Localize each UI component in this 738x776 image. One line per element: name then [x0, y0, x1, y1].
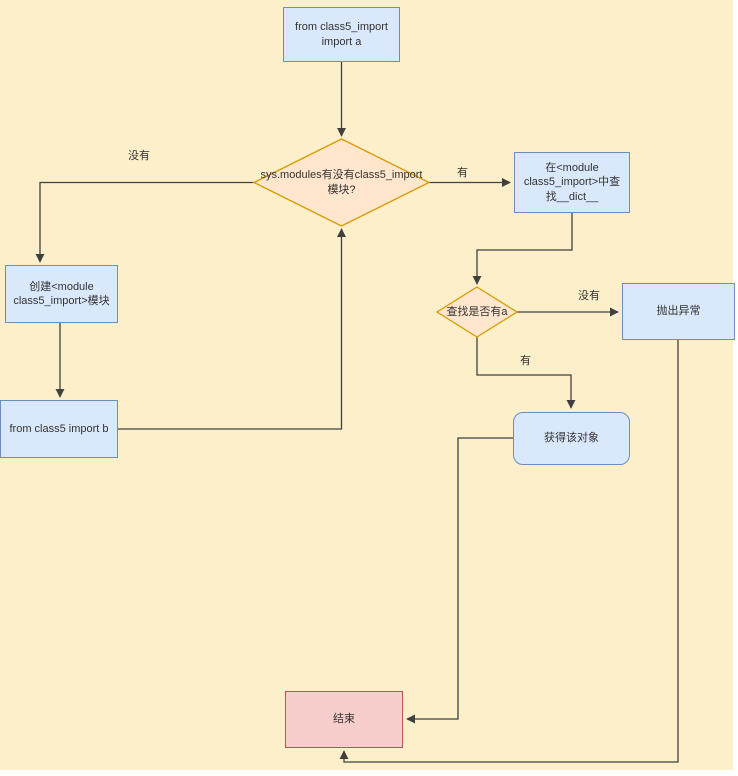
check-attr-decision-shape — [435, 286, 519, 338]
node-check-attr-label: 查找是否有a — [446, 305, 508, 318]
node-throw-exception: 抛出异常 — [622, 283, 735, 340]
node-end: 结束 — [285, 691, 403, 748]
edge-label-check-module-no: 没有 — [128, 150, 150, 162]
edge-label-check-attr-yes: 有 — [520, 355, 531, 367]
check-module-decision-shape — [252, 138, 431, 227]
node-lookup-dict: 在<module class5_import>中查 找__dict__ — [514, 152, 630, 213]
edge-throw-exception-to-end — [339, 340, 679, 763]
edge-check-module-no-to-create-module — [35, 181, 254, 263]
node-create-module: 创建<module class5_import>模块 — [5, 265, 118, 323]
edge-get-object-to-end — [406, 437, 513, 724]
node-import-b: from class5 import b — [0, 400, 118, 458]
node-get-object: 获得该对象 — [513, 412, 630, 465]
edge-label-check-module-yes: 有 — [457, 167, 468, 179]
node-start: from class5_import import a — [283, 7, 400, 62]
edge-label-check-attr-no: 没有 — [578, 290, 600, 302]
edge-import-b-to-check-module — [118, 228, 347, 430]
edge-lookup-dict-to-check-attr — [472, 213, 573, 285]
edge-check-attr-yes-to-get-object — [476, 337, 576, 409]
node-check-module-label: sys.modules有没有class5_import 模块? — [260, 169, 423, 196]
